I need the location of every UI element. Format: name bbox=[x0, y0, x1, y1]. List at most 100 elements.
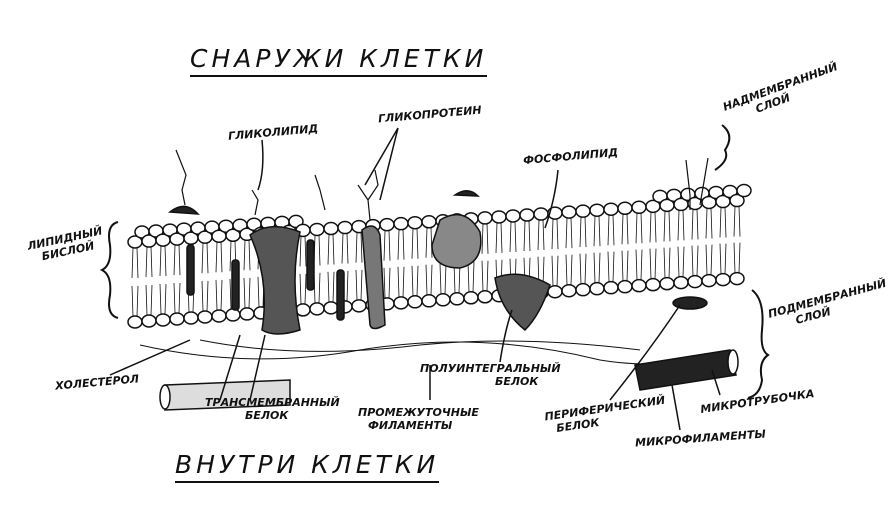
lipid-tail bbox=[416, 265, 419, 296]
lipid-tail bbox=[346, 270, 349, 301]
lipid-tail bbox=[486, 223, 489, 254]
lipid-tail bbox=[649, 212, 652, 243]
lipid-tail bbox=[668, 247, 671, 278]
lipid-tail bbox=[719, 207, 722, 238]
lipid-tail bbox=[318, 272, 321, 303]
glycolipid-head bbox=[168, 205, 200, 215]
lipid-tail bbox=[626, 250, 629, 281]
lipid-tail bbox=[565, 218, 568, 249]
phospholipid-head bbox=[631, 200, 647, 215]
label-transmembrane-protein: Трансмембранныйбелок bbox=[205, 396, 340, 422]
phospholipid-head bbox=[589, 203, 605, 217]
lipid-tail bbox=[229, 278, 232, 309]
phospholipid-head bbox=[155, 313, 171, 327]
phospholipid-head bbox=[407, 215, 423, 230]
lipid-tail bbox=[565, 254, 568, 285]
phospholipid-head bbox=[603, 202, 619, 216]
lipid-tail bbox=[677, 246, 680, 277]
lipid-tail bbox=[318, 235, 321, 266]
label-line: белок bbox=[495, 375, 539, 388]
lipid-tail bbox=[341, 233, 344, 264]
lipid-tail bbox=[551, 219, 554, 250]
phospholipid-head bbox=[561, 283, 577, 298]
microtubule-left bbox=[159, 379, 291, 411]
lipid-tail bbox=[425, 227, 428, 258]
lipid-tail bbox=[472, 261, 475, 292]
lipid-tail bbox=[257, 276, 260, 307]
lipid-tail bbox=[355, 269, 358, 300]
lipid-tail bbox=[178, 245, 181, 276]
lipid-tail bbox=[654, 212, 657, 243]
phospholipid-head bbox=[617, 279, 633, 294]
lipid-tail bbox=[612, 215, 615, 246]
lipid-tail bbox=[598, 252, 601, 283]
lipid-tail bbox=[579, 253, 582, 284]
phospholipid-head bbox=[589, 281, 605, 296]
lipid-tail bbox=[481, 260, 484, 291]
phospholipid-head bbox=[617, 201, 633, 216]
phospholipid-head bbox=[351, 299, 367, 313]
lipid-tail bbox=[360, 269, 363, 300]
lipid-tail bbox=[444, 263, 447, 294]
lipid-tail bbox=[570, 218, 573, 249]
lipid-tail bbox=[215, 242, 218, 273]
lipid-tail bbox=[710, 208, 713, 239]
lipid-tail bbox=[145, 284, 148, 316]
lipid-tail bbox=[556, 219, 559, 250]
phospholipid-head bbox=[736, 183, 752, 198]
lipid-tail bbox=[495, 222, 498, 253]
phospholipid-head bbox=[421, 215, 437, 229]
lipid-tail bbox=[551, 255, 554, 286]
phospholipid-head bbox=[645, 277, 661, 292]
lipid-tail bbox=[397, 266, 400, 297]
lipid-tail bbox=[621, 214, 624, 245]
lipid-tail bbox=[430, 227, 433, 258]
phospholipid-head bbox=[575, 204, 591, 218]
phospholipid-head bbox=[309, 222, 325, 237]
lipid-tail bbox=[607, 215, 610, 246]
lipid-tail bbox=[635, 213, 638, 244]
lipid-tail bbox=[733, 242, 736, 273]
phospholipid-head bbox=[225, 308, 241, 322]
lipid-tail bbox=[215, 279, 218, 310]
phospholipid-head bbox=[687, 274, 703, 289]
lipid-tail bbox=[719, 243, 722, 274]
lipid-tail bbox=[327, 271, 330, 302]
lipid-tail bbox=[710, 244, 713, 275]
lipid-tail bbox=[668, 211, 671, 242]
lipid-tail bbox=[173, 282, 176, 313]
lipid-tail bbox=[131, 247, 134, 279]
lipid-tail bbox=[383, 230, 386, 261]
sugar-chains bbox=[175, 149, 709, 221]
lipid-tail bbox=[738, 242, 741, 273]
lipid-tail bbox=[537, 220, 540, 251]
lipid-tail bbox=[654, 248, 657, 279]
phospholipid-head bbox=[561, 205, 577, 219]
phospholipid-head bbox=[505, 209, 521, 223]
lipid-tail bbox=[640, 213, 643, 244]
lipid-tail bbox=[579, 217, 582, 248]
phospholipid-head bbox=[183, 311, 199, 325]
lipid-tail bbox=[131, 285, 134, 317]
cholesterol-molecule bbox=[231, 259, 240, 311]
lipid-tail bbox=[649, 248, 652, 279]
lipid-tail bbox=[332, 234, 335, 265]
lipid-tail bbox=[514, 221, 517, 252]
lipid-tail bbox=[164, 283, 167, 314]
phospholipid-head bbox=[729, 193, 745, 208]
lipid-tail bbox=[397, 229, 400, 260]
phospholipid-head bbox=[491, 210, 507, 224]
lipid-tail bbox=[299, 273, 302, 304]
label-semiintegral-protein: Полуинтегральныйбелок bbox=[420, 362, 561, 388]
bilayer-brace bbox=[99, 221, 119, 319]
submembrane-brace bbox=[747, 289, 770, 399]
phospholipid-head bbox=[393, 296, 409, 310]
phospholipid-head bbox=[141, 314, 157, 328]
lipid-tail bbox=[612, 251, 615, 282]
lipid-tail bbox=[635, 249, 638, 280]
phospholipid-head bbox=[127, 315, 143, 329]
lipid-tail bbox=[593, 216, 596, 247]
lipid-tail bbox=[570, 254, 573, 285]
